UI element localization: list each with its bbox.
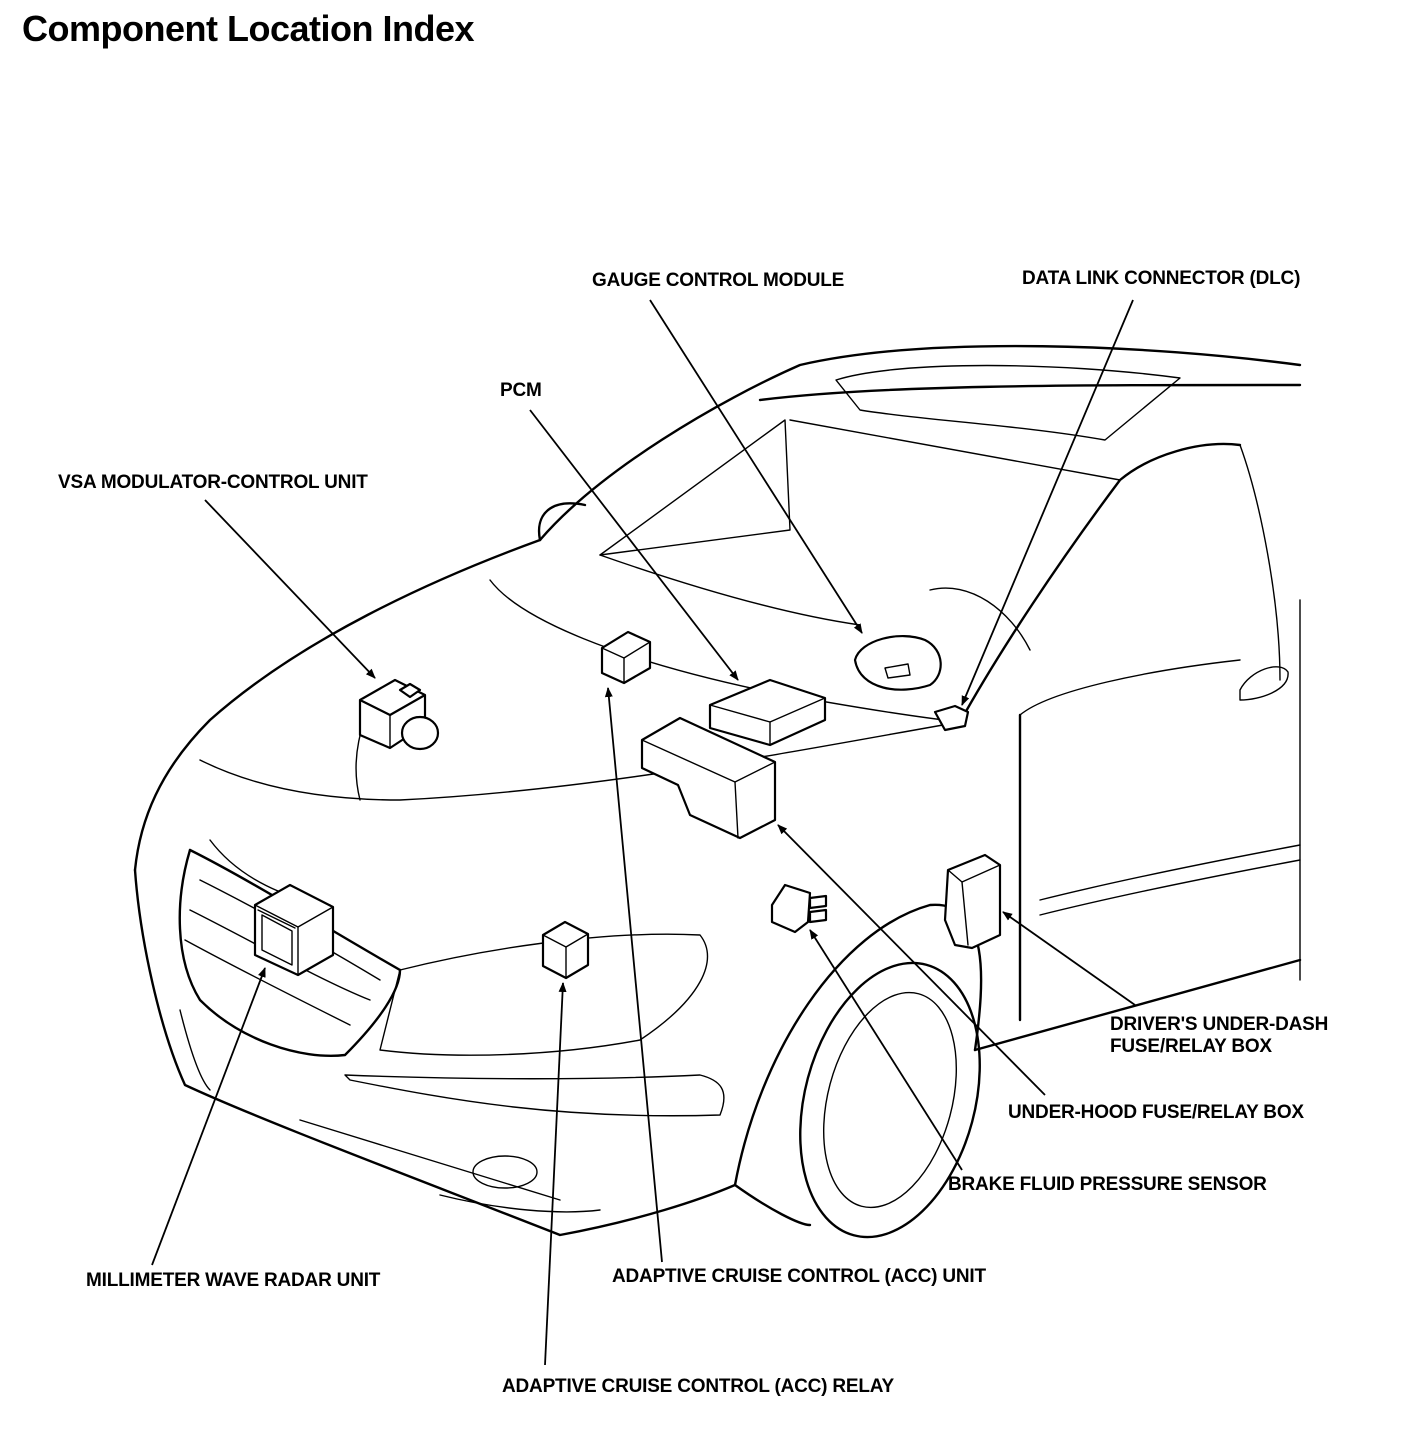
car-outline (133, 344, 1302, 1239)
label-acc-unit: ADAPTIVE CRUISE CONTROL (ACC) UNIT (612, 1266, 986, 1287)
label-gauge-control-module: GAUGE CONTROL MODULE (592, 270, 845, 291)
label-data-link-connector: DATA LINK CONNECTOR (DLC) (1022, 268, 1301, 289)
label-vsa-modulator: VSA MODULATOR-CONTROL UNIT (58, 472, 368, 493)
label-drivers-fuse-box-line2: FUSE/RELAY BOX (1110, 1036, 1272, 1057)
drivers-fuse-box (943, 853, 1002, 950)
label-acc-relay: ADAPTIVE CRUISE CONTROL (ACC) RELAY (502, 1376, 895, 1397)
page-title: Component Location Index (22, 8, 475, 49)
radar-unit (253, 883, 335, 977)
dlc-connector (933, 704, 970, 732)
leader-lines (151, 299, 1136, 1366)
label-brake-fluid-sensor: BRAKE FLUID PRESSURE SENSOR (948, 1174, 1267, 1195)
label-drivers-fuse-box-line1: DRIVER'S UNDER-DASH (1110, 1014, 1329, 1035)
acc-relay-box (541, 920, 590, 980)
label-drivers-fuse-box: DRIVER'S UNDER-DASH FUSE/RELAY BOX (1110, 1014, 1328, 1058)
under-hood-fuse-box (640, 716, 777, 840)
vsa-modulator-unit (358, 678, 440, 751)
label-under-hood-fuse-box: UNDER-HOOD FUSE/RELAY BOX (1008, 1102, 1304, 1123)
pcm-box (708, 678, 827, 747)
gauge-control-module (853, 635, 942, 691)
label-pcm: PCM (500, 380, 542, 401)
label-radar-unit: MILLIMETER WAVE RADAR UNIT (86, 1270, 381, 1291)
acc-unit-box (600, 630, 652, 685)
brake-fluid-sensor (770, 883, 828, 934)
